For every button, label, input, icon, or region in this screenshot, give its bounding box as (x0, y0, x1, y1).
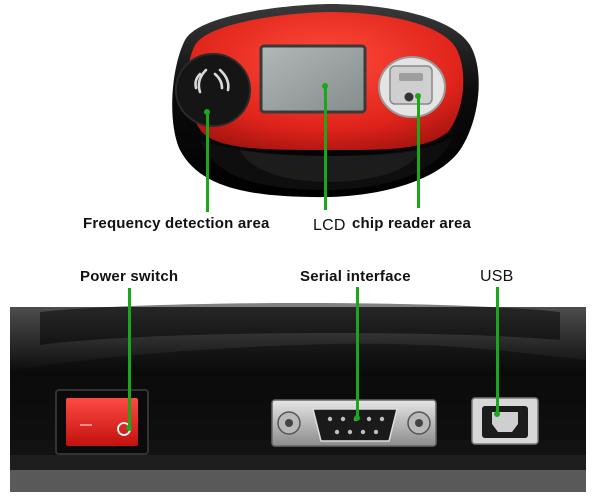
callout-dot-chip (415, 93, 421, 99)
callout-line-frequency (206, 112, 209, 212)
callout-line-lcd (324, 86, 327, 210)
callout-dot-usb (494, 411, 500, 417)
callout-dot-serial (354, 415, 360, 421)
callout-dot-lcd (322, 83, 328, 89)
lcd-screen (259, 44, 367, 114)
label-chip-reader-area: chip reader area (352, 215, 472, 232)
callout-dot-power (126, 425, 132, 431)
label-power-switch: Power switch (80, 268, 179, 285)
db9-port-icon (312, 408, 398, 442)
callout-line-usb (496, 287, 499, 414)
label-serial-interface: Serial interface (300, 268, 411, 285)
label-lcd: LCD (313, 217, 346, 234)
callout-line-serial (356, 287, 359, 418)
frequency-detection-pad (175, 53, 251, 127)
callout-dot-frequency (204, 109, 210, 115)
wireless-waves-icon (194, 68, 230, 94)
label-usb: USB (480, 268, 514, 285)
label-frequency-detection-area: Frequency detection area (83, 215, 270, 232)
callout-line-chip (417, 96, 420, 208)
callout-line-power (128, 288, 131, 428)
